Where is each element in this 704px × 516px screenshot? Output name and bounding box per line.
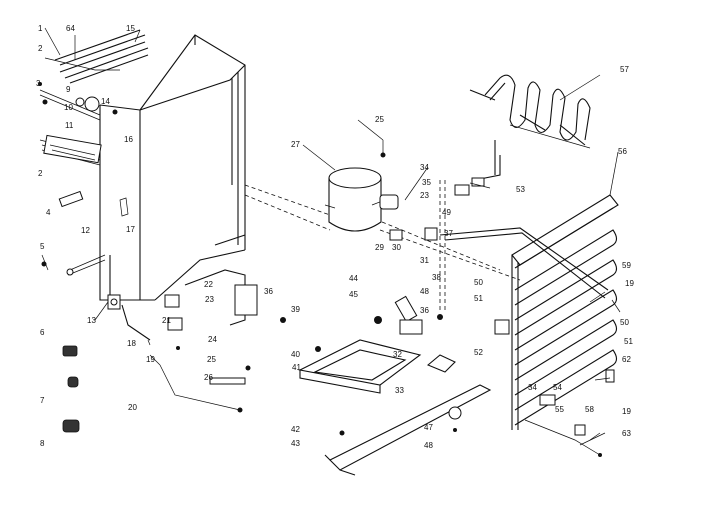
callout-41: 41 (292, 363, 301, 372)
callout-40: 40 (291, 350, 300, 359)
callout-17: 17 (126, 225, 135, 234)
callout-34: 34 (420, 163, 429, 172)
callout-50: 50 (474, 278, 483, 287)
callout-4: 4 (46, 208, 51, 217)
callout-45: 45 (349, 290, 358, 299)
callout-24: 24 (208, 335, 217, 344)
callout-15: 15 (126, 24, 135, 33)
callout-51: 51 (474, 294, 483, 303)
cabinet (99, 34, 246, 301)
condenser (511, 194, 619, 457)
callout-34: 34 (528, 383, 537, 392)
callout-21: 21 (162, 316, 171, 325)
callout-1: 1 (38, 24, 43, 33)
leader-lines (44, 27, 621, 441)
callout-39: 39 (291, 305, 300, 314)
callout-8: 8 (40, 439, 45, 448)
callout-14: 14 (101, 97, 110, 106)
callout-23: 23 (205, 295, 214, 304)
callout-19: 19 (146, 355, 155, 364)
callout-49: 49 (442, 208, 451, 217)
callout-27: 27 (291, 140, 300, 149)
left-side-parts (38, 82, 151, 433)
callout-26: 26 (204, 373, 213, 382)
callout-47: 47 (424, 423, 433, 432)
callout-62: 62 (622, 355, 631, 364)
callout-5: 5 (40, 242, 45, 251)
coil-assembly (484, 74, 591, 149)
callout-51: 51 (624, 337, 633, 346)
callout-30: 30 (392, 243, 401, 252)
callout-2: 2 (38, 44, 43, 53)
callout-48: 48 (424, 441, 433, 450)
callout-63: 63 (622, 429, 631, 438)
callout-20: 20 (128, 403, 137, 412)
callout-56: 56 (618, 147, 627, 156)
callout-53: 53 (516, 185, 525, 194)
callout-16: 16 (124, 135, 133, 144)
callout-6: 6 (40, 328, 45, 337)
callout-25: 25 (375, 115, 384, 124)
callout-55: 55 (555, 405, 564, 414)
callout-54: 54 (553, 383, 562, 392)
callout-50: 50 (620, 318, 629, 327)
callout-9: 9 (66, 85, 71, 94)
callout-33: 33 (395, 386, 404, 395)
callout-12: 12 (81, 226, 90, 235)
callout-58: 58 (585, 405, 594, 414)
callout-52: 52 (474, 348, 483, 357)
callout-59: 59 (622, 261, 631, 270)
callout-18: 18 (127, 339, 136, 348)
callout-19: 19 (622, 407, 631, 416)
callout-3: 3 (36, 79, 41, 88)
callout-22: 22 (204, 280, 213, 289)
callout-44: 44 (349, 274, 358, 283)
callout-29: 29 (375, 243, 384, 252)
callout-13: 13 (87, 316, 96, 325)
callout-36: 36 (420, 306, 429, 315)
callout-19: 19 (625, 279, 634, 288)
callout-10: 10 (64, 103, 73, 112)
callout-38: 38 (432, 273, 441, 282)
callout-labels: 1 2 2 3 4 5 6 7 8 9 10 11 12 13 14 15 16… (36, 24, 634, 450)
callout-7: 7 (40, 396, 45, 405)
callout-32: 32 (393, 350, 402, 359)
callout-23: 23 (420, 191, 429, 200)
callout-31: 31 (420, 256, 429, 265)
callout-11: 11 (65, 121, 74, 130)
callout-25: 25 (207, 355, 216, 364)
callout-64: 64 (66, 24, 75, 33)
callout-37: 37 (444, 229, 453, 238)
callout-42: 42 (291, 425, 300, 434)
evaporator-tubes (39, 29, 149, 166)
misc-parts (159, 177, 615, 446)
callout-35: 35 (422, 178, 431, 187)
callout-36: 36 (264, 287, 273, 296)
callout-48: 48 (420, 287, 429, 296)
callout-57: 57 (620, 65, 629, 74)
compressor (324, 140, 386, 232)
callout-2: 2 (38, 169, 43, 178)
refrigerant-lines (244, 89, 609, 310)
base-frame (184, 269, 492, 476)
callout-43: 43 (291, 439, 300, 448)
